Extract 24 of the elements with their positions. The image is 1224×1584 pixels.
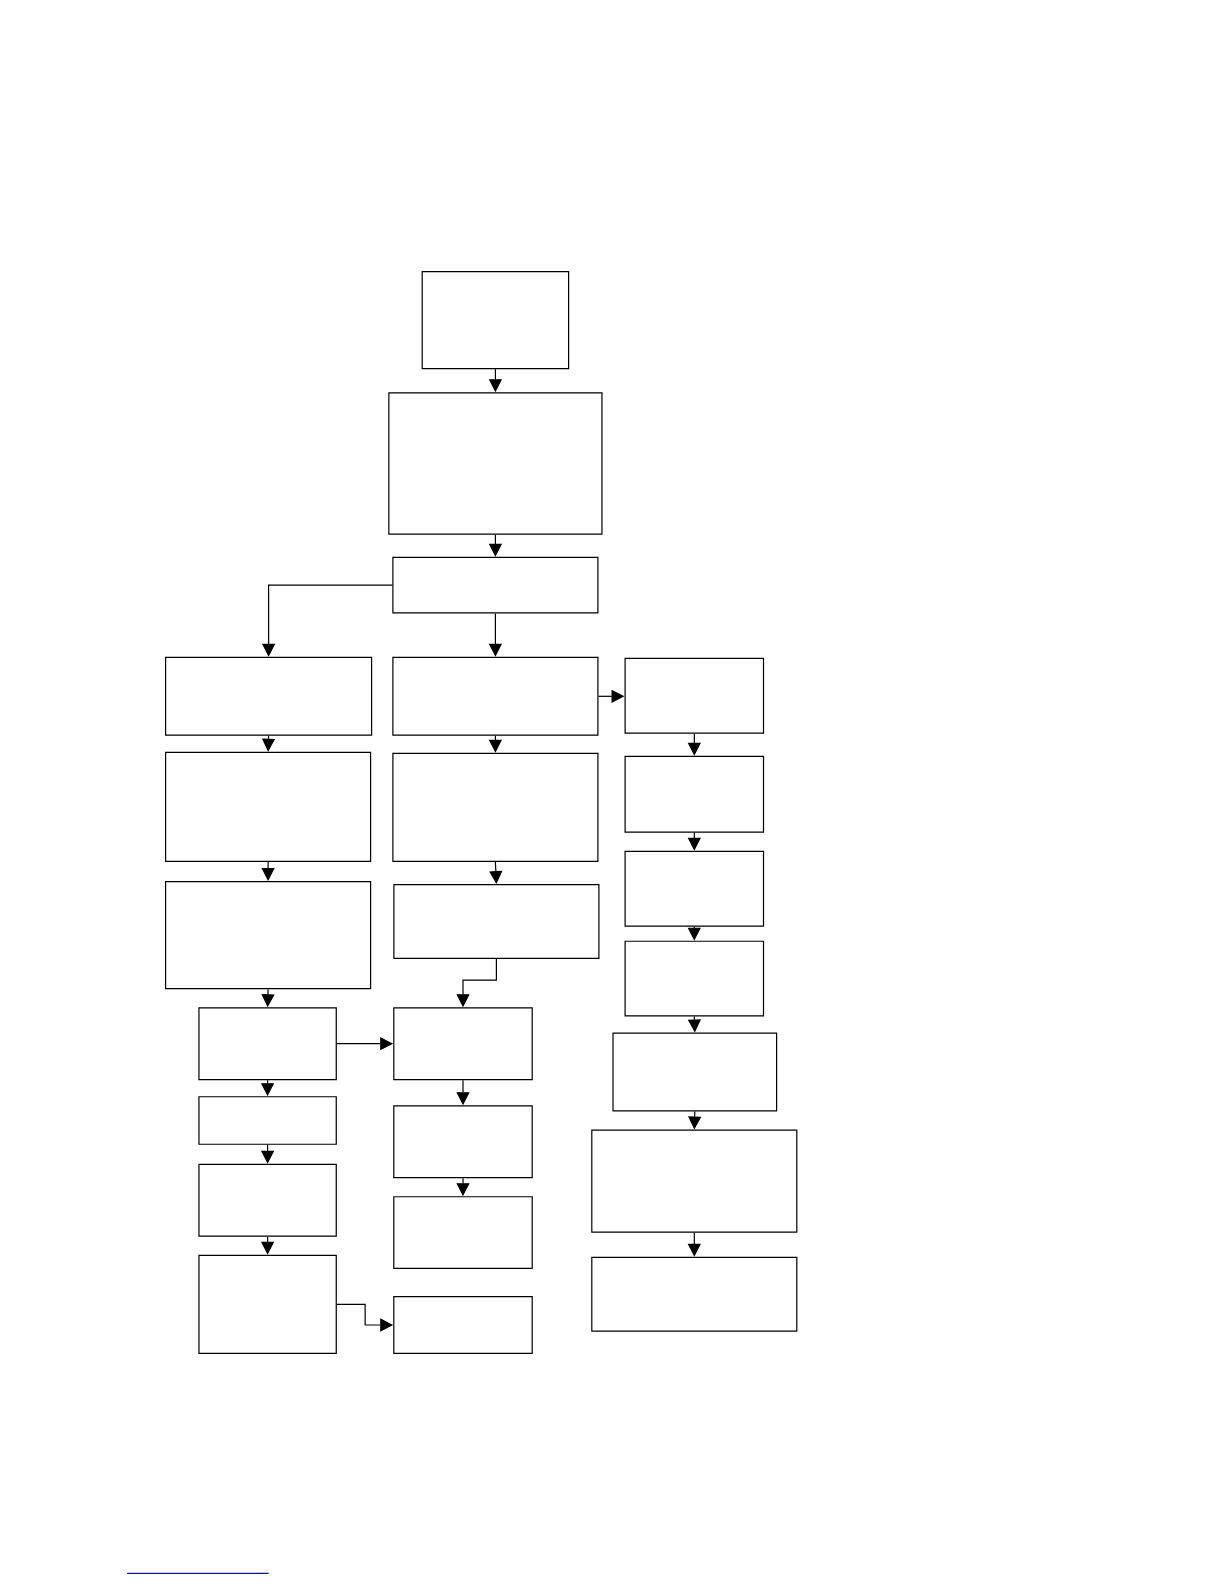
process-box — [624, 940, 765, 1017]
process-box — [393, 1296, 533, 1354]
process-box — [393, 1007, 533, 1081]
process-box — [198, 1096, 337, 1145]
process-box — [198, 1007, 337, 1081]
process-box — [612, 1032, 778, 1112]
process-box — [591, 1256, 798, 1332]
process-box — [393, 1196, 533, 1270]
process-box — [591, 1129, 798, 1233]
process-box — [392, 656, 599, 736]
process-box — [624, 850, 765, 927]
process-box — [421, 271, 570, 370]
process-box — [198, 1254, 337, 1354]
process-box — [393, 884, 600, 959]
process-box — [392, 556, 599, 614]
process-box — [165, 881, 372, 990]
process-box — [624, 755, 765, 833]
process-box — [198, 1163, 337, 1237]
process-box — [624, 657, 765, 734]
process-box — [392, 752, 599, 863]
process-box — [165, 656, 373, 736]
process-box — [388, 392, 603, 535]
process-box — [165, 751, 372, 863]
process-box — [393, 1105, 533, 1179]
